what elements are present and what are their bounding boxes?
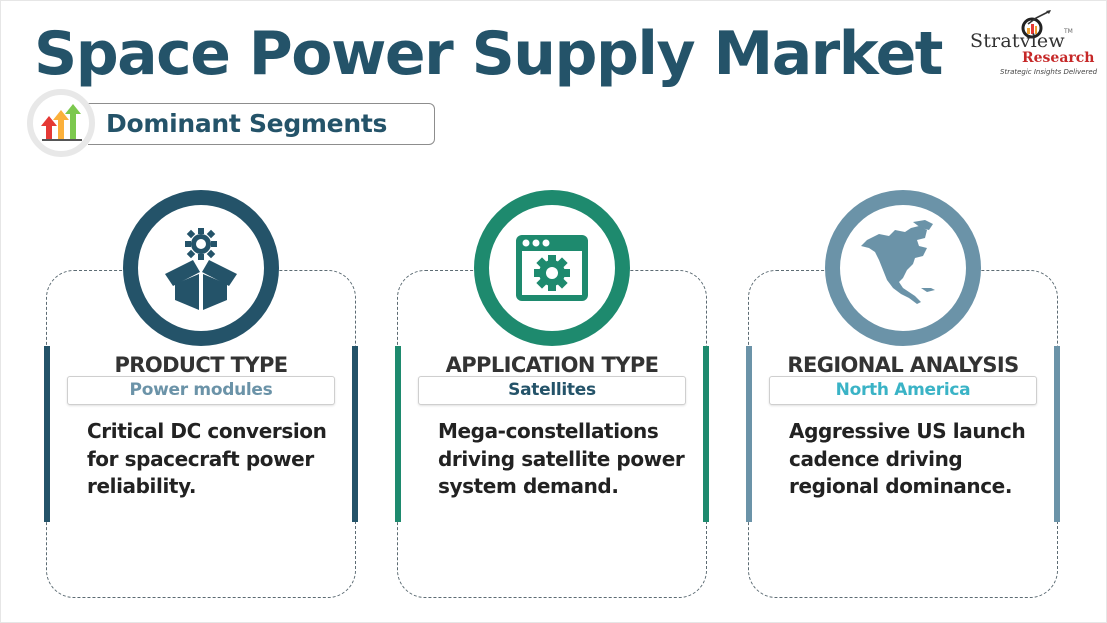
north-america-map-icon [825,190,981,346]
card-value: Power modules [67,376,335,405]
card-heading: REGIONAL ANALYSIS [787,353,1019,377]
segment-card-application-type: APPLICATION TYPE Satellites Mega-constel… [395,190,709,598]
logo-trademark: TM [1064,28,1073,35]
card-description: Mega-constellations driving satellite po… [438,419,685,498]
card-accent-bar-right [352,346,358,522]
segment-card-regional-analysis: REGIONAL ANALYSIS North America Aggressi… [746,190,1060,598]
box-gear-icon [123,190,279,346]
page-title: Space Power Supply Market [34,19,943,89]
logo-brand: Stratview [970,30,1065,52]
card-accent-bar-left [395,346,401,522]
magnifier-chart-icon [1021,10,1051,39]
card-accent-bar-left [746,346,752,522]
dominant-segments-banner: Dominant Segments [88,103,435,145]
card-description: Aggressive US launch cadence driving reg… [789,419,1026,498]
logo-research: Research [1022,50,1095,66]
card-value: Satellites [418,376,686,405]
growth-arrows-icon [27,89,95,157]
logo-tagline: Strategic Insights Delivered [1000,68,1098,76]
app-window-gear-icon [474,190,630,346]
card-heading: PRODUCT TYPE [114,353,288,377]
card-accent-bar-right [703,346,709,522]
section-subtitle: Dominant Segments [106,109,388,138]
card-heading: APPLICATION TYPE [445,353,659,377]
card-value: North America [769,376,1037,405]
segment-card-product-type: PRODUCT TYPE Power modules Critical DC c… [44,190,358,598]
card-accent-bar-left [44,346,50,522]
card-accent-bar-right [1054,346,1060,522]
card-description: Critical DC conversion for spacecraft po… [87,419,327,498]
stratview-logo: Stratview TM Research Strategic Insights… [960,10,1100,80]
